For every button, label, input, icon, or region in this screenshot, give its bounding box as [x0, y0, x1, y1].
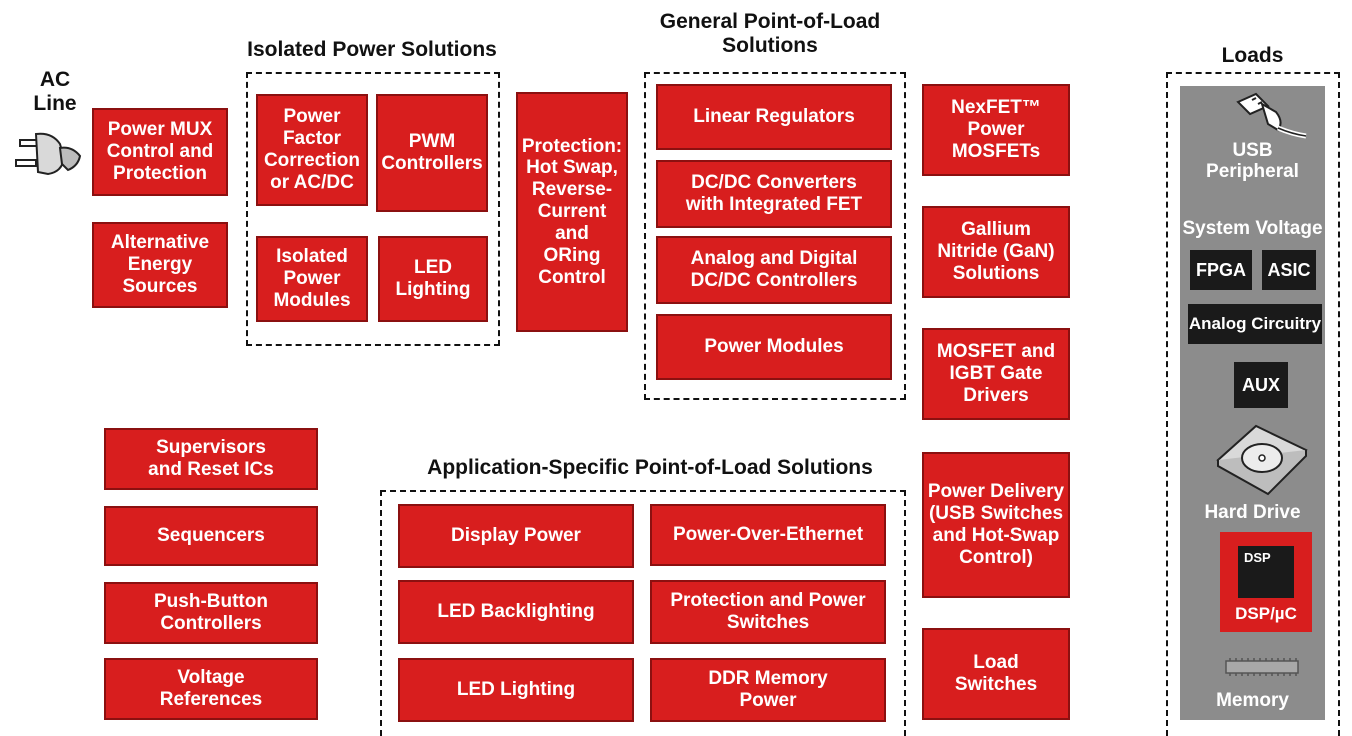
nexfet-box: NexFET™ Power MOSFETs — [922, 84, 1070, 176]
dsp-chip-icon: DSP — [1238, 546, 1294, 598]
asic-chip: ASIC — [1262, 250, 1316, 290]
app-specific-title: Application-Specific Point-of-Load Solut… — [427, 456, 873, 479]
app-specific-group — [380, 490, 906, 736]
dsp-uc-label: DSP/µC — [1235, 604, 1297, 623]
led-backlighting-box: LED Backlighting — [398, 580, 634, 644]
linear-regulators-box: Linear Regulators — [656, 84, 892, 150]
isolated-group — [246, 72, 500, 346]
poe-box: Power-Over-Ethernet — [650, 504, 886, 566]
ac-line-title: AC Line — [33, 68, 77, 115]
alternative-energy-box: Alternative Energy Sources — [92, 222, 228, 308]
system-voltage-label: System Voltage — [1182, 218, 1323, 239]
hard-drive-label: Hard Drive — [1204, 502, 1301, 523]
loads-group — [1166, 72, 1340, 736]
supervisors-box: Supervisors and Reset ICs — [104, 428, 318, 490]
isolated-title: Isolated Power Solutions — [247, 38, 497, 61]
usb-cable-icon — [1236, 92, 1307, 139]
power-mux-box: Power MUX Control and Protection — [92, 108, 228, 196]
display-power-box: Display Power — [398, 504, 634, 568]
general-pol-title: General Point-of-Load Solutions — [659, 10, 881, 57]
dcdc-converters-box: DC/DC Converters with Integrated FET — [656, 160, 892, 228]
hard-drive-icon — [1216, 424, 1308, 496]
protection-box: Protection: Hot Swap, Reverse- Current a… — [516, 92, 628, 332]
isolated-modules-box: Isolated Power Modules — [256, 236, 368, 322]
analog-circuitry-chip: Analog Circuitry — [1188, 304, 1322, 344]
ddr-memory-box: DDR Memory Power — [650, 658, 886, 722]
general-pol-group — [644, 72, 906, 400]
sequencers-box: Sequencers — [104, 506, 318, 566]
power-modules-box: Power Modules — [656, 314, 892, 380]
app-led-lighting-box: LED Lighting — [398, 658, 634, 722]
gate-drivers-box: MOSFET and IGBT Gate Drivers — [922, 328, 1070, 420]
analog-digital-controllers-box: Analog and Digital DC/DC Controllers — [656, 236, 892, 304]
pfc-box: Power Factor Correction or AC/DC — [256, 94, 368, 206]
load-switches-box: Load Switches — [922, 628, 1070, 720]
isolated-led-lighting-box: LED Lighting — [378, 236, 488, 322]
loads-title: Loads — [1221, 44, 1284, 67]
dsp-chip-label: DSP — [1244, 550, 1271, 565]
voltage-references-box: Voltage References — [104, 658, 318, 720]
usb-peripheral-label: USB Peripheral — [1206, 140, 1299, 183]
memory-label: Memory — [1216, 690, 1289, 711]
protection-switches-box: Protection and Power Switches — [650, 580, 886, 644]
push-button-box: Push-Button Controllers — [104, 582, 318, 644]
memory-chip-icon — [1225, 658, 1299, 676]
aux-chip: AUX — [1234, 362, 1288, 408]
power-delivery-box: Power Delivery (USB Switches and Hot-Swa… — [922, 452, 1070, 598]
pwm-controllers-box: PWM Controllers — [376, 94, 488, 212]
ac-plug-icon — [15, 132, 82, 176]
fpga-chip: FPGA — [1190, 250, 1252, 290]
gan-box: Gallium Nitride (GaN) Solutions — [922, 206, 1070, 298]
